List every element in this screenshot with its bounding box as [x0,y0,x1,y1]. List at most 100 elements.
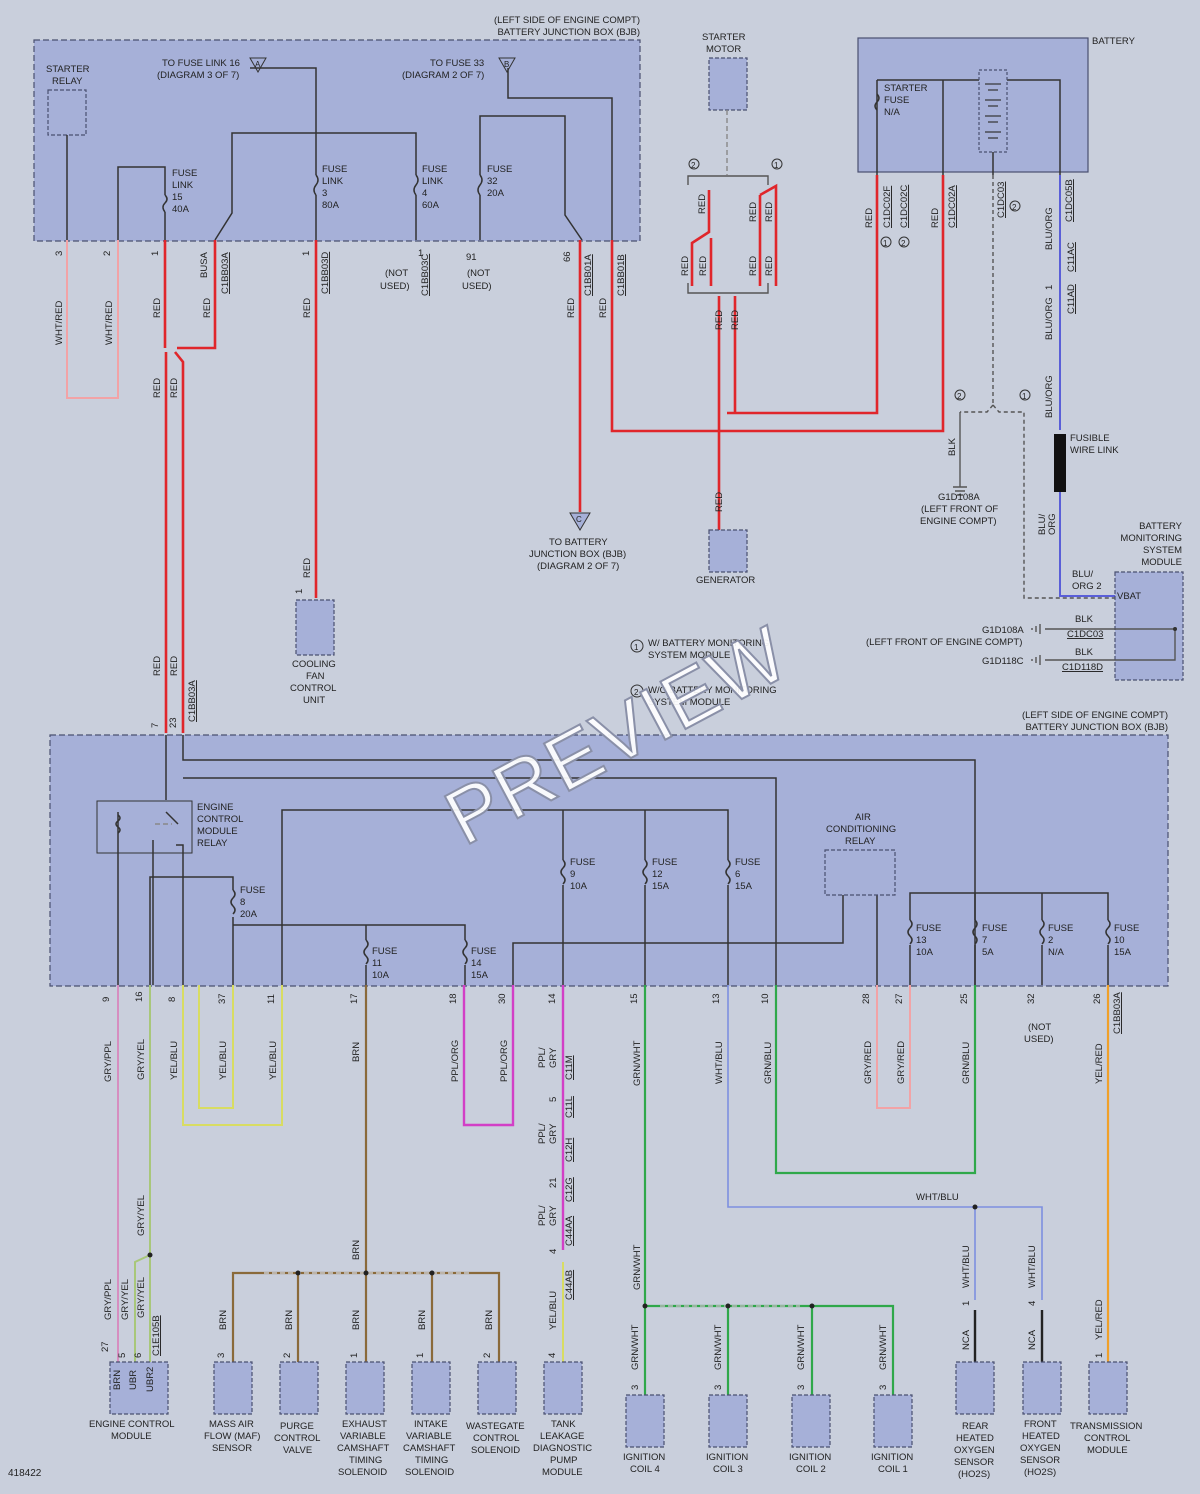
ignition-coil-3-box [708,1394,748,1448]
top-pin-busa: BUSA [199,251,210,278]
bms-l2: MONITORING [1120,533,1182,544]
svg-text:BLU/ORG: BLU/ORG [1044,297,1055,340]
conn-c1bb03a: C1BB03A [220,252,231,294]
svg-text:GRN/BLU: GRN/BLU [961,1042,972,1084]
conn-c1dc03: C1DC03 [996,182,1007,218]
svg-text:3: 3 [713,1385,724,1390]
note-1b: SYSTEM MODULE [648,650,730,661]
svg-text:FUSE: FUSE [372,946,397,957]
starter-fuse-l3: N/A [884,107,901,118]
coil1-l1: IGNITION [871,1452,913,1463]
wire-color-labels: GRY/PPL GRY/YEL YEL/BLU YEL/BLU YEL/BLU … [103,1039,1105,1086]
svg-text:4: 4 [547,1353,558,1358]
svg-text:23: 23 [168,717,179,728]
ac-relay-l3: RELAY [845,836,876,847]
svg-text:YEL/RED: YEL/RED [1094,1043,1105,1084]
fuse-link-4-l4: 60A [422,200,440,211]
svg-text:GRY/YEL: GRY/YEL [136,1039,147,1080]
wire-gry-red [876,985,911,1109]
coil3-l1: IGNITION [706,1452,748,1463]
intake-solenoid-box [411,1361,451,1415]
ecm-box [109,1361,169,1415]
svg-text:10: 10 [760,993,771,1004]
svg-text:5A: 5A [982,947,994,958]
svg-text:1: 1 [774,161,779,170]
svg-text:14: 14 [471,958,482,969]
svg-text:BLU/ORG: BLU/ORG [1044,375,1055,418]
svg-text:15A: 15A [652,881,670,892]
svg-text:3: 3 [216,1353,227,1358]
intake-l5: SOLENOID [405,1467,454,1478]
tank-l3: DIAGNOSTIC [533,1443,592,1454]
fuse-link-4-symbol [413,174,419,196]
to-fuse-33-label-2: (DIAGRAM 2 OF 7) [402,70,484,81]
svg-text:2: 2 [1048,935,1053,946]
svg-text:2: 2 [957,392,962,401]
top-pin-1: 1 [150,251,161,256]
maf-sensor-box [213,1361,253,1415]
battery-box [857,37,1089,173]
ac-relay-l1: AIR [855,812,871,823]
ref-a-label: A [255,60,261,69]
bjb-top-box [33,39,641,242]
svg-text:9: 9 [570,869,575,880]
wire-brn-branch [231,1271,501,1362]
rear-ho2s-l2: HEATED [956,1433,994,1444]
fuse-link-4-l2: LINK [422,176,444,187]
exhaust-l4: TIMING [349,1455,382,1466]
svg-text:GRY/YEL: GRY/YEL [120,1279,131,1320]
wastegate-l2: CONTROL [473,1433,519,1444]
starter-motor-box [708,57,748,111]
ecm-pin-ubr: UBR [128,1370,139,1390]
svg-text:27: 27 [894,993,905,1004]
ref-a-marker [249,57,267,74]
front-ho2s-l1: FRONT [1024,1419,1057,1430]
svg-text:BLU/: BLU/ [1072,569,1093,580]
svg-text:RED: RED [598,298,609,318]
ecm-pin-brn: BRN [112,1370,123,1390]
wire-label-wht-red-2: WHT/RED [104,301,115,345]
conn-c1bb01b: C1BB01B [616,254,627,296]
fuse-32-l1: FUSE [487,164,512,175]
svg-text:C12G: C12G [564,1177,575,1202]
svg-text:RED: RED [764,256,775,276]
svg-text:FUSE: FUSE [1048,923,1073,934]
svg-text:1: 1 [1094,1353,1105,1358]
wastegate-box [477,1361,517,1415]
front-ho2s-l5: (HO2S) [1024,1467,1056,1478]
cooling-fan-box [295,599,335,656]
svg-text:1: 1 [294,589,305,594]
bms-c1dc03: C1DC03 [1067,629,1103,640]
svg-text:28: 28 [861,993,872,1004]
tank-pump-box [543,1361,583,1415]
fuse-link-15-l2: LINK [172,180,194,191]
svg-text:BLK: BLK [1075,647,1094,658]
svg-text:BLU/: BLU/ [1037,514,1048,535]
exhaust-solenoid-box [345,1361,385,1415]
svg-text:C44AA: C44AA [564,1215,575,1246]
svg-text:26: 26 [1092,993,1103,1004]
svg-text:6: 6 [133,1353,144,1358]
svg-text:4: 4 [548,1249,559,1254]
bottom-not-used-l2: USED) [1024,1034,1054,1045]
svg-text:9: 9 [101,997,112,1002]
svg-text:GRY: GRY [548,1205,559,1226]
top-pin-3: 3 [54,251,65,256]
svg-text:C44AB: C44AB [564,1270,575,1300]
svg-text:RED: RED [169,378,180,398]
top-pin-1c: 1 [418,248,423,259]
bjb-bottom-title-2: BATTERY JUNCTION BOX (BJB) [1025,722,1168,733]
svg-text:GRY/YEL: GRY/YEL [136,1277,147,1318]
conn-c1bb03d: C1BB03D [320,252,331,294]
purge-valve-box [279,1361,319,1415]
bms-c1d118d: C1D118D [1062,662,1103,673]
svg-text:GRN/WHT: GRN/WHT [630,1324,641,1370]
conn-c11ad: C11AD [1066,284,1077,314]
svg-text:NCA: NCA [961,1329,972,1350]
